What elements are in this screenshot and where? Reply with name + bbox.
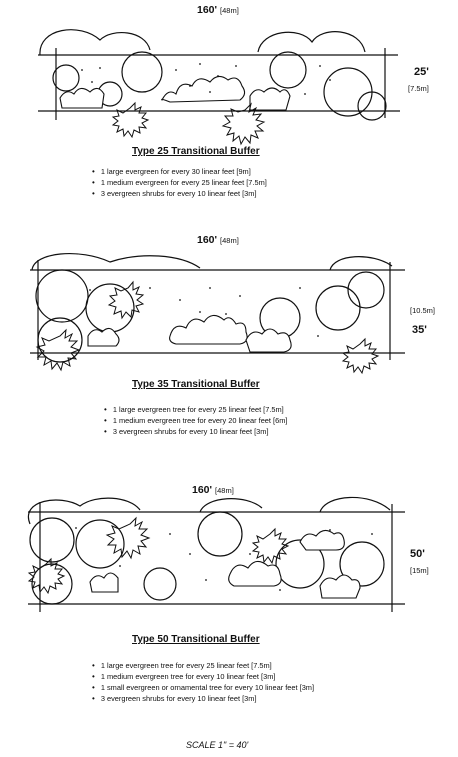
requirement-item: 1 large evergreen tree for every 25 line… (92, 660, 314, 671)
buffer-1-depth-metric: [7.5m] (408, 84, 429, 93)
buffer-1-plan (38, 29, 400, 146)
requirement-item: 3 evergreen shrubs for every 10 linear f… (92, 693, 314, 704)
requirement-item: 3 evergreen shrubs for every 10 linear f… (104, 426, 287, 437)
requirement-item: 1 small evergreen or ornamental tree for… (92, 682, 314, 693)
buffer-2-depth-metric: [10.5m] (410, 306, 436, 315)
requirement-item: 1 medium evergreen for every 25 linear f… (92, 177, 267, 188)
scale-note: SCALE 1" = 40' (186, 740, 249, 750)
requirement-item: 3 evergreen shrubs for every 10 linear f… (92, 188, 267, 199)
buffer-2-title: Type 35 Transitional Buffer (132, 379, 260, 390)
buffer-2-depth-label: 35' (412, 324, 427, 336)
buffer-1-title: Type 25 Transitional Buffer (132, 146, 260, 157)
buffer-2-width-label: 160'[48m] (197, 234, 239, 246)
buffer-2-requirements: 1 large evergreen tree for every 25 line… (104, 404, 288, 437)
buffer-3-depth-metric: [15m] (410, 566, 429, 575)
buffer-3-requirements: 1 large evergreen tree for every 25 line… (92, 660, 314, 704)
buffer-1-depth-label: 25' (414, 66, 429, 78)
buffer-3-width-label: 160'[48m] (192, 484, 234, 496)
requirement-item: 1 large evergreen for every 30 linear fe… (92, 166, 267, 177)
requirement-item: 1 medium evergreen tree for every 20 lin… (104, 415, 288, 426)
requirement-item: 1 medium evergreen tree for every 10 lin… (92, 671, 314, 682)
buffer-1-width-label: 160'[48m] (197, 4, 239, 16)
buffer-2-plan (30, 252, 405, 375)
buffer-1-requirements: 1 large evergreen for every 30 linear fe… (92, 166, 267, 199)
requirement-item: 1 large evergreen tree for every 25 line… (104, 404, 287, 415)
buffer-3-title: Type 50 Transitional Buffer (132, 634, 260, 645)
buffer-3-plan (27, 496, 405, 612)
buffer-3-depth-label: 50' (410, 548, 425, 560)
